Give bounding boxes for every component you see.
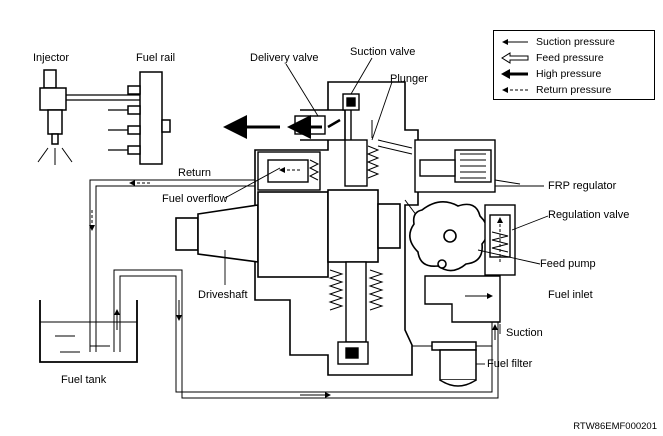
fuel-inlet-block — [424, 275, 501, 323]
delivery-outlet — [223, 115, 341, 139]
feed-pump — [409, 201, 489, 272]
fuel-overflow-valve — [257, 151, 321, 191]
driveshaft-label: Driveshaft — [198, 289, 248, 301]
suction-label: Suction — [506, 327, 543, 339]
return-line — [89, 179, 258, 352]
fuel-tank — [39, 300, 138, 363]
fuel-rail-label: Fuel rail — [136, 52, 176, 64]
frp-regulator — [414, 139, 521, 193]
dashed-arrow-icon — [502, 87, 528, 93]
injector-pipe — [66, 94, 140, 101]
regulation-valve-label: Regulation valve — [548, 209, 630, 221]
delivery-valve-label: Delivery valve — [250, 52, 319, 64]
hollow-arrow-icon — [501, 52, 529, 64]
fuel-filter — [412, 341, 492, 387]
bold-arrow-icon — [501, 69, 528, 79]
legend-label: Return pressure — [536, 84, 612, 96]
fuel-overflow-label: Fuel overflow — [162, 193, 228, 205]
injector — [37, 69, 73, 165]
suction-line — [113, 269, 499, 399]
plunger-label: Plunger — [390, 73, 428, 85]
lower-plunger — [328, 261, 384, 365]
frp-regulator-label: FRP regulator — [548, 180, 617, 192]
thin-arrow-icon — [502, 39, 528, 45]
fuel-filter-label: Fuel filter — [487, 358, 533, 370]
injector-label: Injector — [33, 52, 70, 64]
regulation-valve — [484, 204, 516, 276]
fuel-inlet-label: Fuel inlet — [548, 289, 593, 301]
legend-label: Feed pressure — [536, 52, 604, 64]
legend-label: Suction pressure — [536, 36, 615, 48]
legend-label: High pressure — [536, 68, 602, 80]
suction-valve-label: Suction valve — [350, 46, 416, 58]
legend: Suction pressure Feed pressure High pres… — [493, 30, 655, 100]
leader-lines — [224, 57, 549, 365]
fuel-rail — [108, 71, 171, 165]
figure-code: RTW86EMF000201 — [573, 421, 657, 432]
return-label: Return — [178, 167, 212, 179]
fuel-tank-label: Fuel tank — [61, 374, 107, 386]
plunger — [344, 120, 380, 187]
driveshaft — [175, 189, 401, 278]
feed-pump-label: Feed pump — [540, 258, 596, 270]
